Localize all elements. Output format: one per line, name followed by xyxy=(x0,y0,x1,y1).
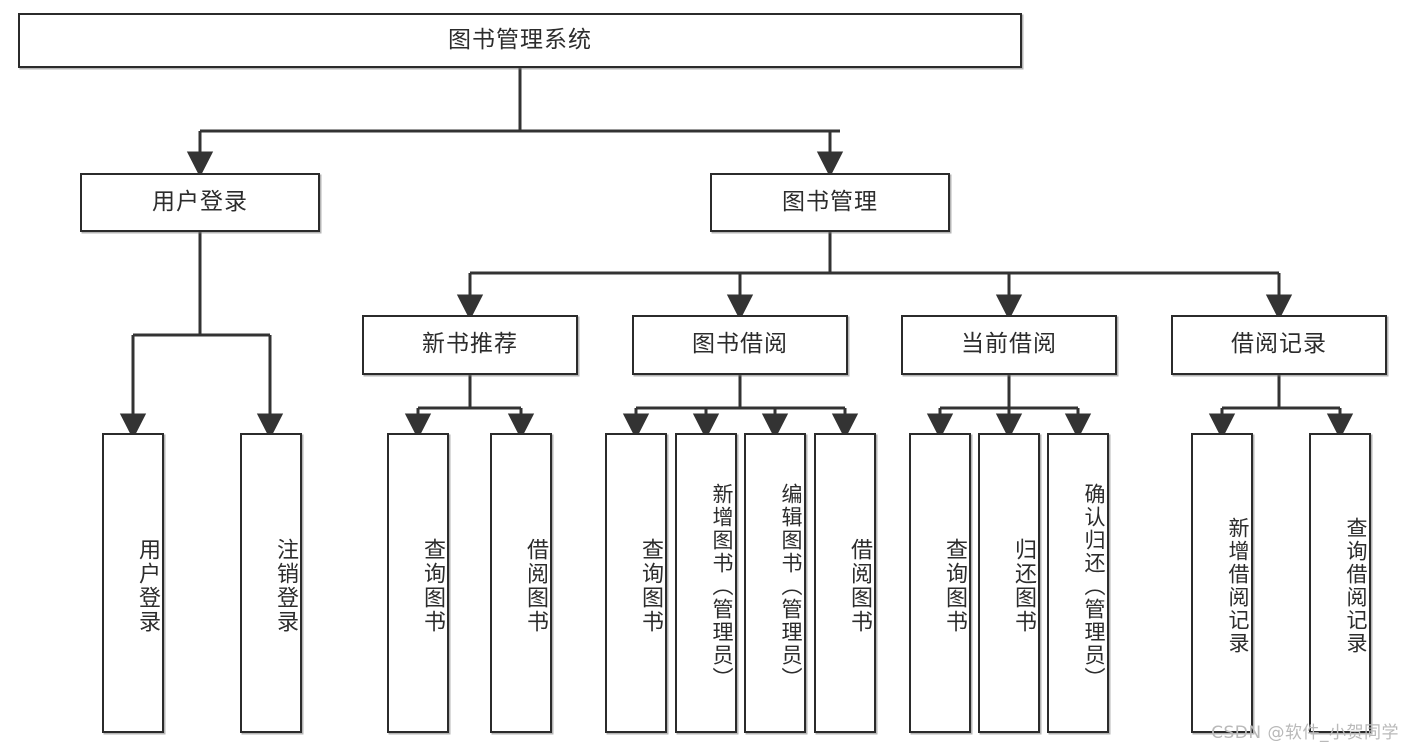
leaf-borrow-record-add[interactable]: 新增借阅记录 xyxy=(1191,433,1253,733)
node-borrow-record[interactable]: 借阅记录 xyxy=(1171,315,1387,375)
node-user-login[interactable]: 用户登录 xyxy=(80,173,320,232)
node-label: 查询图书 xyxy=(638,538,663,634)
node-new-book-recommend[interactable]: 新书推荐 xyxy=(362,315,578,375)
node-label: 查询图书 xyxy=(942,538,967,634)
node-label: 编辑图书（管理员） xyxy=(779,482,803,690)
node-book-management[interactable]: 图书管理 xyxy=(710,173,950,232)
node-label: 新增借阅记录 xyxy=(1226,517,1250,655)
node-label: 用户登录 xyxy=(135,538,160,634)
node-label: 注销登录 xyxy=(273,538,298,634)
leaf-user-login-signin[interactable]: 用户登录 xyxy=(102,433,164,733)
leaf-book-borrow-add[interactable]: 新增图书（管理员） xyxy=(675,433,737,733)
node-current-borrow[interactable]: 当前借阅 xyxy=(901,315,1117,375)
leaf-new-book-borrow[interactable]: 借阅图书 xyxy=(490,433,552,733)
node-label: 借阅记录 xyxy=(1231,331,1327,358)
node-label: 图书借阅 xyxy=(692,331,788,358)
node-label: 新书推荐 xyxy=(422,331,518,358)
node-book-borrow[interactable]: 图书借阅 xyxy=(632,315,848,375)
node-label: 图书管理 xyxy=(782,188,878,215)
node-label: 确认归还（管理员） xyxy=(1082,482,1106,690)
node-label: 查询图书 xyxy=(420,538,445,634)
leaf-new-book-query[interactable]: 查询图书 xyxy=(387,433,449,733)
node-label: 用户登录 xyxy=(152,188,248,215)
leaf-user-login-signout[interactable]: 注销登录 xyxy=(240,433,302,733)
leaf-current-borrow-confirm-return[interactable]: 确认归还（管理员） xyxy=(1047,433,1109,733)
node-root-system[interactable]: 图书管理系统 xyxy=(18,13,1022,68)
leaf-current-borrow-return[interactable]: 归还图书 xyxy=(978,433,1040,733)
leaf-book-borrow-query[interactable]: 查询图书 xyxy=(605,433,667,733)
node-label: 借阅图书 xyxy=(847,538,872,634)
node-label: 新增图书（管理员） xyxy=(710,482,734,690)
node-label: 查询借阅记录 xyxy=(1344,517,1368,655)
leaf-book-borrow-edit[interactable]: 编辑图书（管理员） xyxy=(744,433,806,733)
leaf-borrow-record-query[interactable]: 查询借阅记录 xyxy=(1309,433,1371,733)
csdn-watermark: CSDN @软件_小贺同学 xyxy=(1211,723,1399,743)
node-label: 图书管理系统 xyxy=(448,26,592,53)
node-label: 当前借阅 xyxy=(961,331,1057,358)
node-label: 归还图书 xyxy=(1011,538,1036,634)
leaf-current-borrow-query[interactable]: 查询图书 xyxy=(909,433,971,733)
node-label: 借阅图书 xyxy=(523,538,548,634)
leaf-book-borrow-lend[interactable]: 借阅图书 xyxy=(814,433,876,733)
